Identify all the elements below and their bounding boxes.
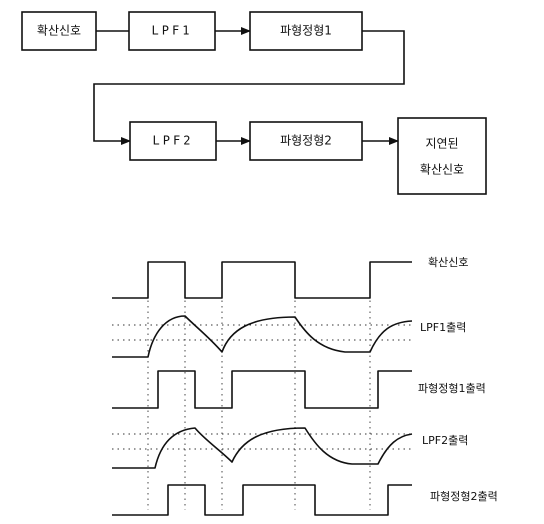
block-lpf1-label: LPF1 (152, 24, 193, 38)
time-markers (147, 262, 371, 510)
reference-levels (112, 324, 412, 450)
waveform-label-shaper1: 파형정형1출력 (418, 382, 486, 395)
block-spread-signal: 확산신호 (21, 11, 97, 51)
waveform-label-shaper2: 파형정형2출력 (430, 490, 498, 503)
block-shaper2: 파형정형2 (249, 121, 363, 161)
waveform-spread-signal (112, 261, 412, 299)
waveform-lpf2-output (112, 427, 413, 469)
block-spread-signal-label: 확산신호 (37, 24, 81, 38)
block-shaper1: 파형정형1 (249, 11, 363, 51)
block-output-label-line1: 지연된 (425, 137, 458, 151)
timing-diagram: 확산신호 LPF1출력 파형정형1출력 LPF2출력 파형정형2출력 (112, 256, 498, 516)
waveform-label-lpf1: LPF1출력 (420, 321, 466, 334)
block-lpf1: LPF1 (128, 11, 216, 51)
waveform-label-spread: 확산신호 (428, 256, 468, 269)
waveform-shaper1-output (112, 370, 412, 409)
block-shaper1-label: 파형정형1 (280, 24, 332, 38)
wire-shaper1-to-lpf2 (93, 30, 405, 145)
block-lpf2: LPF2 (129, 121, 217, 161)
block-shaper2-label: 파형정형2 (280, 134, 332, 148)
block-output-label-line2: 확산신호 (420, 163, 464, 177)
waveform-shaper2-output (112, 484, 412, 516)
waveform-label-lpf2: LPF2출력 (422, 434, 468, 447)
waveform-lpf1-output (112, 315, 413, 358)
block-lpf2-label: LPF2 (153, 134, 194, 148)
block-diagram: 확산신호 LPF1 파형정형1 LPF2 파형정형2 지연된 확산신호 (21, 11, 487, 195)
block-delayed-output: 지연된 확산신호 (397, 117, 487, 195)
